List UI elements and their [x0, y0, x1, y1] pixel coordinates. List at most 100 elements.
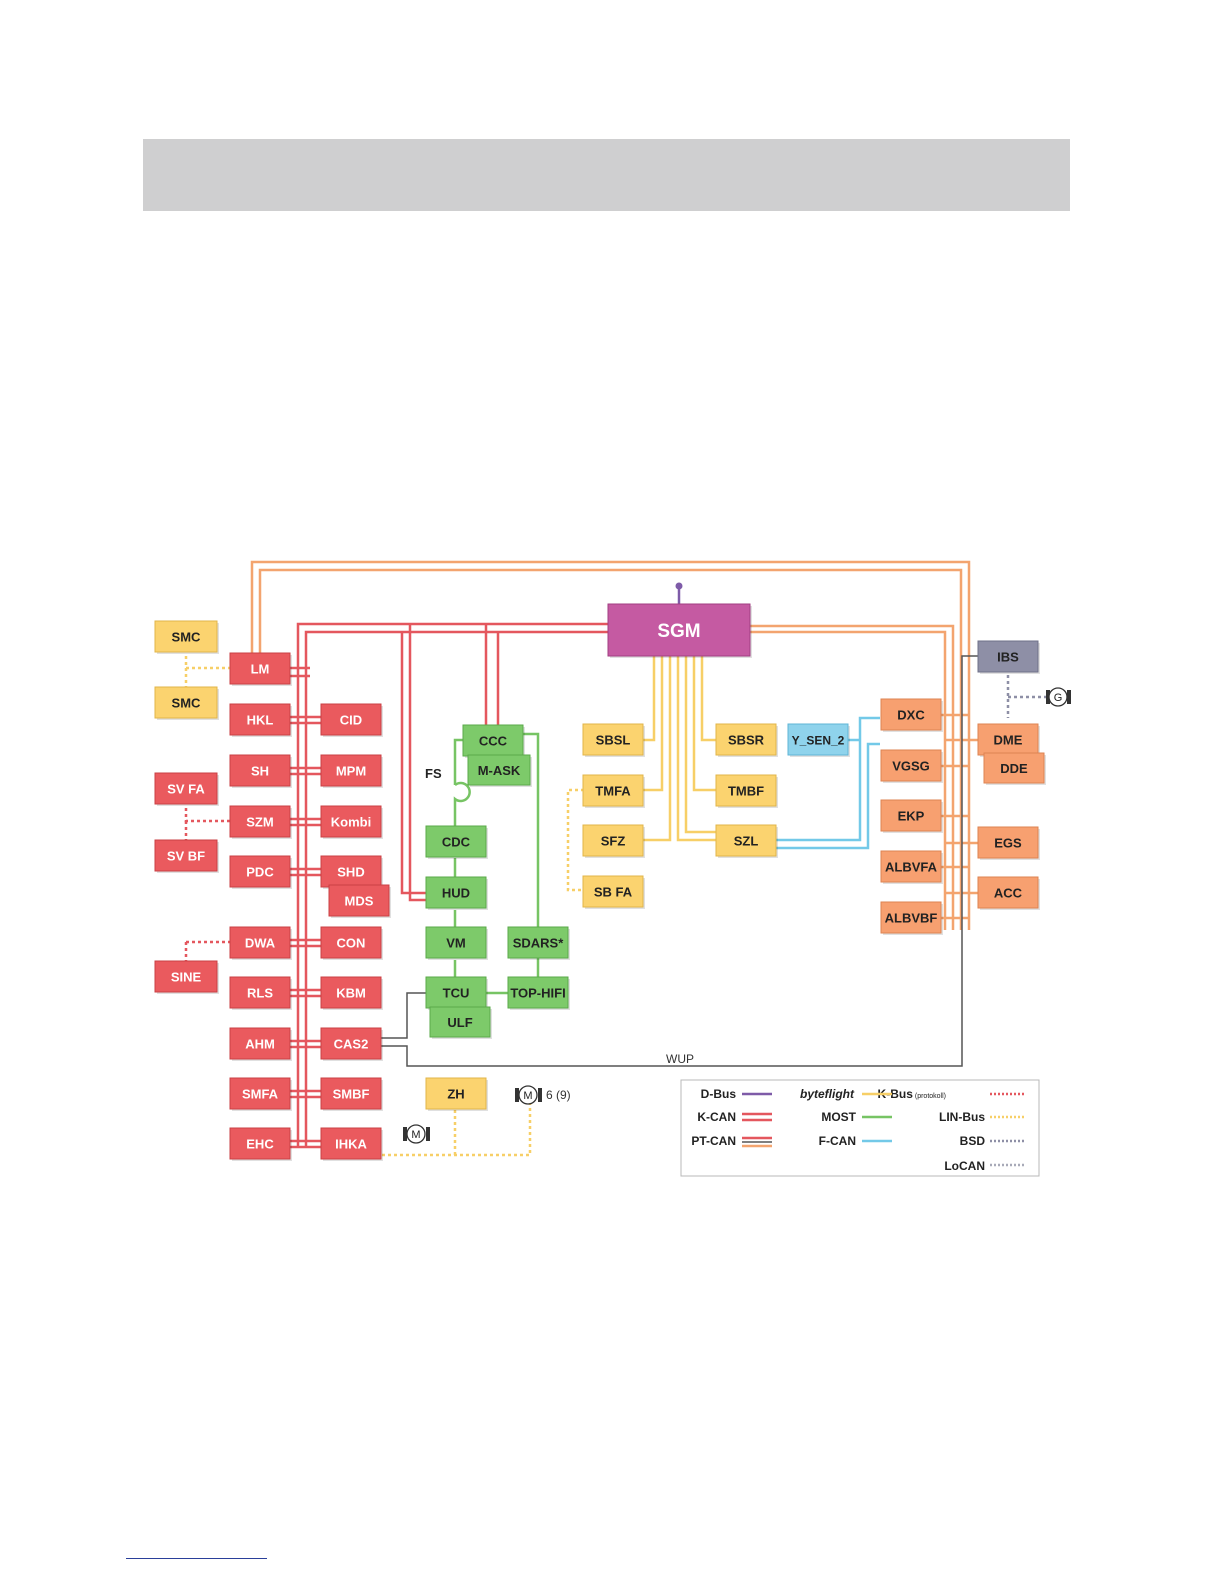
legend-k-bus-note: (protokoll) [915, 1093, 946, 1100]
module-tmbf: TMBF [715, 774, 778, 808]
module-tmfa: TMFA [582, 774, 645, 808]
module-smbf: SMBF [320, 1077, 383, 1111]
module-dme: DME [977, 723, 1040, 757]
module-vm: VM [425, 926, 488, 960]
module-acc: ACC [977, 876, 1040, 910]
module-label: SGM [657, 621, 700, 642]
module-label: EHC [246, 1137, 274, 1152]
module-label: LM [251, 662, 270, 677]
byteflight-lines [642, 656, 716, 842]
motor-count-label: 6 (9) [546, 1088, 571, 1102]
legend-locan: LoCAN [944, 1159, 985, 1173]
module-ekp: EKP [880, 799, 943, 833]
module-ihka: IHKA [320, 1127, 383, 1161]
module-sbsl: SBSL [582, 723, 645, 757]
module-label: ACC [994, 886, 1023, 901]
module-pdc: PDC [229, 855, 292, 889]
fs-label: FS [425, 766, 442, 781]
module-egs: EGS [977, 826, 1040, 860]
module-dde: DDE [983, 752, 1046, 785]
legend-swatches [742, 1092, 1024, 1167]
module-ahm: AHM [229, 1027, 292, 1061]
module-cas2: CAS2 [320, 1027, 383, 1061]
module-hud: HUD [425, 876, 488, 910]
motor-m-label: M [523, 1090, 532, 1102]
module-label: VM [446, 936, 466, 951]
module-label: DDE [1000, 761, 1028, 776]
module-smc2: SMC [154, 686, 219, 720]
module-sine: SINE [154, 960, 219, 994]
module-label: RLS [247, 986, 273, 1001]
module-label: SBSR [728, 733, 765, 748]
module-label: SMC [172, 630, 202, 645]
module-svbf: SV BF [154, 839, 219, 873]
module-tcu: TCU [425, 976, 488, 1010]
module-ibs: IBS [977, 640, 1040, 674]
legend-k-bus: K-Bus(protokoll) [878, 1087, 946, 1101]
generator-symbol: G [1046, 687, 1071, 707]
bsd-lines [1006, 675, 1046, 718]
motor-m-label: M [411, 1129, 420, 1141]
module-label: VGSG [892, 759, 930, 774]
d-bus-terminal [675, 582, 683, 590]
module-label: SFZ [601, 834, 626, 849]
legend-bsd: BSD [960, 1134, 986, 1148]
module-label: CAS2 [334, 1037, 369, 1052]
module-label: ALBVBF [885, 911, 938, 926]
module-ulf: ULF [429, 1006, 492, 1039]
legend-k-can: K-CAN [697, 1110, 736, 1124]
f-can-lines [776, 716, 880, 850]
module-mpm: MPM [320, 754, 383, 788]
module-label: ALBVFA [885, 860, 938, 875]
module-mds: MDS [328, 884, 391, 918]
module-sh: SH [229, 754, 292, 788]
module-label: EKP [898, 809, 925, 824]
module-hkl: HKL [229, 703, 292, 737]
legend-byteflight: byteflight [800, 1087, 855, 1101]
module-dxc: DXC [880, 698, 943, 732]
module-cdc: CDC [425, 825, 488, 859]
module-label: M-ASK [478, 763, 521, 778]
generator-g-label: G [1054, 692, 1063, 704]
module-label: SZL [734, 834, 759, 849]
module-label: SV BF [167, 849, 205, 864]
module-ccc: CCC [462, 724, 525, 758]
module-label: DXC [897, 708, 925, 723]
module-label: KBM [336, 986, 366, 1001]
module-label: SMFA [242, 1087, 279, 1102]
module-mask: M-ASK [467, 754, 532, 787]
module-label: CID [340, 713, 362, 728]
module-label: TMFA [595, 784, 631, 799]
module-smfa: SMFA [229, 1077, 292, 1111]
module-sbsr: SBSR [715, 723, 778, 757]
module-szl: SZL [715, 824, 778, 858]
module-dwa: DWA [229, 926, 292, 960]
module-label: TMBF [728, 784, 764, 799]
module-label: CCC [479, 734, 508, 749]
module-label: ULF [447, 1015, 472, 1030]
module-label: TCU [443, 986, 470, 1001]
module-label: EGS [994, 836, 1022, 851]
module-label: Kombi [331, 815, 371, 830]
module-albvbf: ALBVBF [880, 901, 943, 935]
module-svfa: SV FA [154, 772, 219, 806]
module-label: DWA [245, 936, 276, 951]
module-label: MDS [345, 894, 374, 909]
module-boxes: SMC SMC LM HKL CID SH MPM SV FA SV BF SZM KombiPDC… [154, 603, 1046, 1161]
module-label: Y_SEN_2 [792, 734, 845, 748]
module-label: CON [337, 936, 366, 951]
module-szm: SZM [229, 805, 292, 839]
module-label: AHM [245, 1037, 275, 1052]
motor-symbol-zh: M 6 (9) [515, 1085, 571, 1105]
module-label: TOP-HIFI [510, 986, 565, 1001]
legend-lin-bus: LIN-Bus [939, 1110, 985, 1124]
module-label: HKL [247, 713, 274, 728]
module-label: SZM [246, 815, 273, 830]
module-label: HUD [442, 886, 470, 901]
module-kbm: KBM [320, 976, 383, 1010]
module-rls: RLS [229, 976, 292, 1010]
module-label: ZH [447, 1087, 464, 1102]
k-can-lines [290, 622, 608, 1149]
module-zh: ZH [425, 1077, 488, 1111]
